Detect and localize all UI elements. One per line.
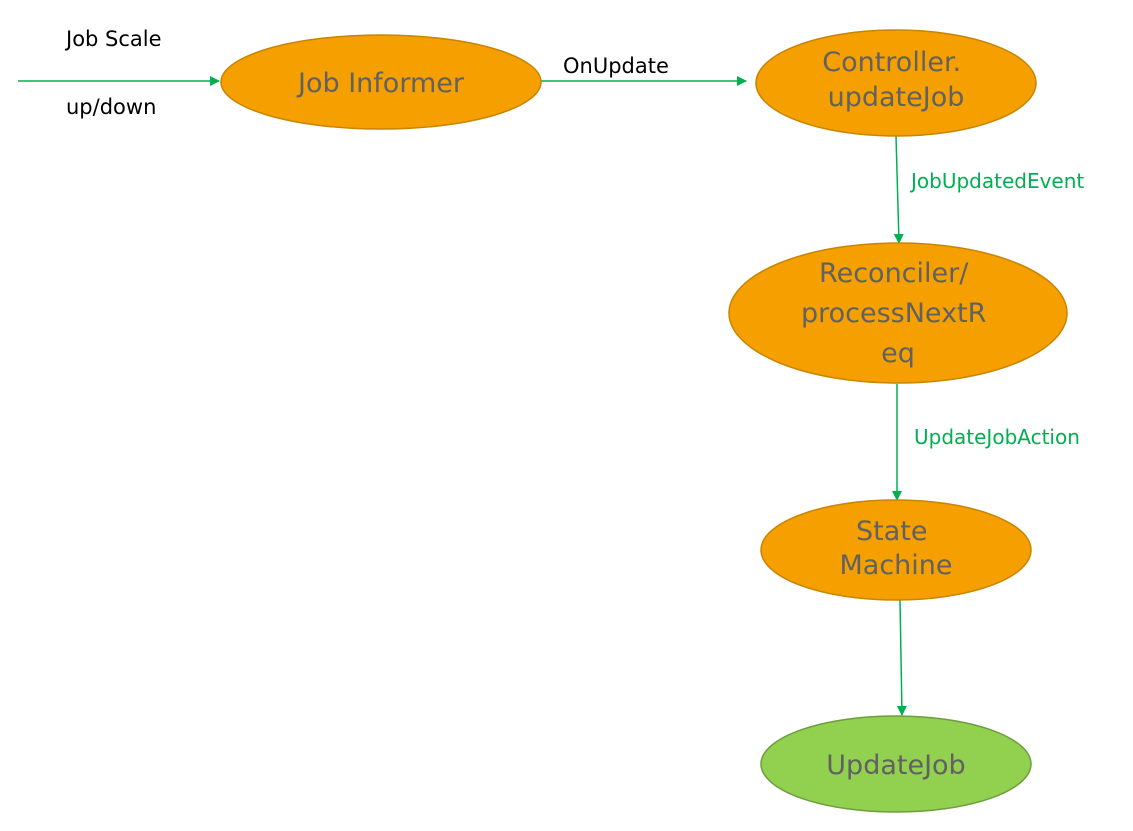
- update-job-label: UpdateJob: [826, 750, 965, 781]
- input-label-top: Job Scale: [64, 27, 162, 51]
- controller-update-job-label: Controller. updateJob: [822, 47, 970, 113]
- node-update-job: UpdateJob: [760, 715, 1032, 813]
- on-update-label: OnUpdate: [563, 54, 669, 78]
- node-reconciler: Reconciler/ processNextR eq: [728, 242, 1068, 384]
- edge-labels: Job Scale up/down OnUpdate JobUpdatedEve…: [64, 27, 1084, 449]
- update-job-action-label: UpdateJobAction: [914, 425, 1080, 449]
- node-job-informer: Job Informer: [220, 34, 542, 130]
- input-label-bottom: up/down: [66, 95, 156, 119]
- job-informer-label: Job Informer: [296, 68, 465, 99]
- job-updated-event-arrow: [893, 135, 904, 244]
- reconciler-shape: [728, 242, 1068, 384]
- state-machine-label: State Machine: [839, 516, 952, 581]
- edges: [18, 76, 907, 716]
- reconciler-label: Reconciler/ processNextR eq: [801, 258, 995, 369]
- update-job-shape: [760, 715, 1032, 813]
- state-machine-shape: [760, 499, 1032, 601]
- job-updated-event-label: JobUpdatedEvent: [909, 169, 1084, 193]
- node-state-machine: State Machine: [760, 499, 1032, 601]
- node-controller-update-job: Controller. updateJob: [755, 29, 1037, 137]
- controller-update-job-shape: [755, 29, 1037, 137]
- job-informer-shape: [220, 34, 542, 130]
- to-update-job-arrow: [896, 599, 907, 716]
